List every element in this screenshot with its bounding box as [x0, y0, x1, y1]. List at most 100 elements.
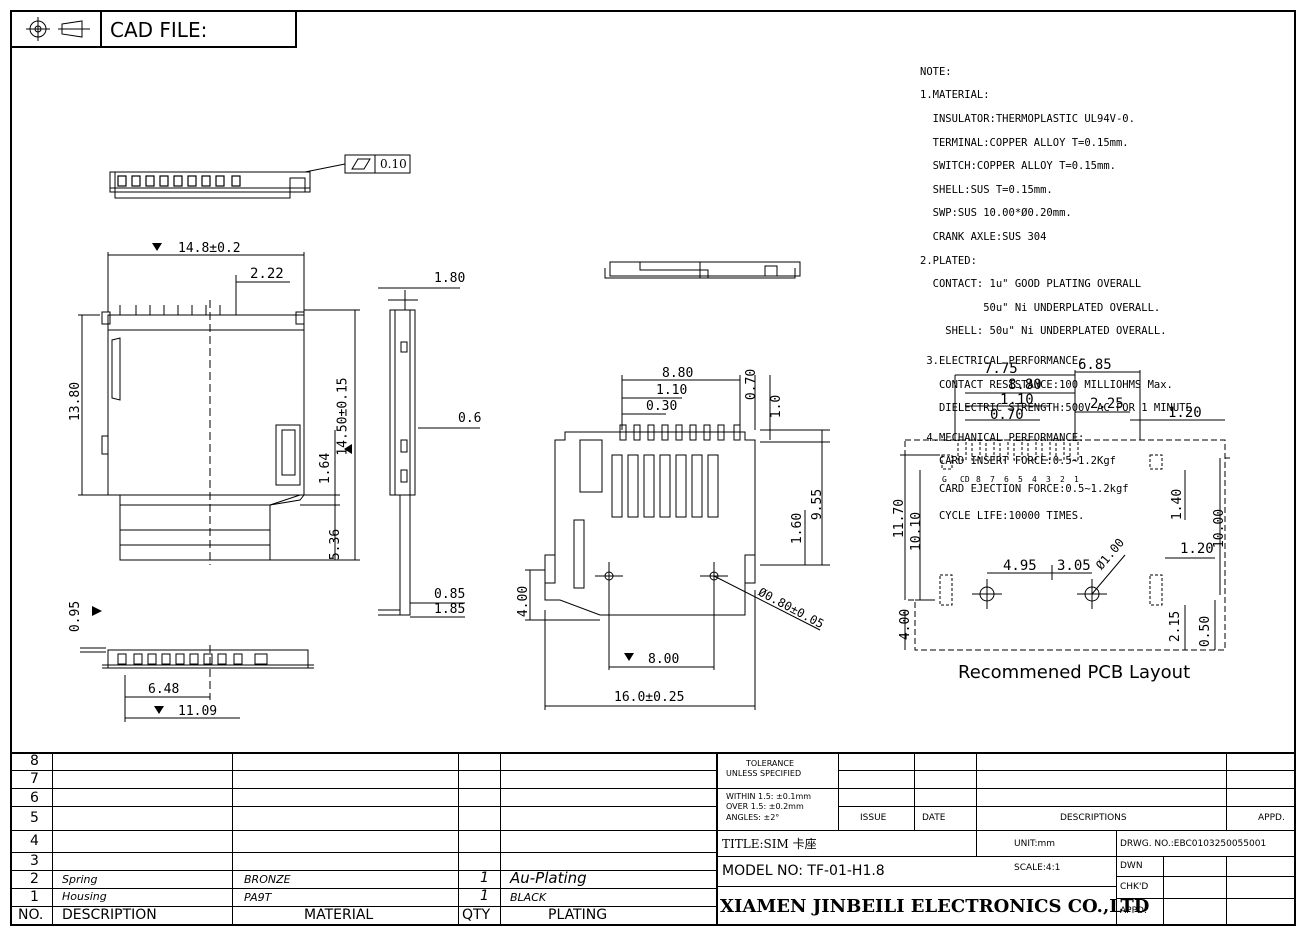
bom-header-no: NO.	[18, 907, 44, 923]
bom-header-material: MATERIAL	[304, 907, 374, 923]
tolerance-label: TOLERANCE	[746, 759, 795, 768]
dim-pcb-3-05: 3.05	[1057, 558, 1091, 574]
note-line: 50u" Ni UNDERPLATED OVERALL.	[920, 301, 1161, 314]
dim-mid-1-0: 1.0	[769, 394, 785, 419]
dim-pcb-10-00: 10.00	[1212, 508, 1228, 549]
drawing-number: DRWG. NO.:EBC0103250055001	[1120, 839, 1267, 849]
tolerance-over: OVER 1.5: ±0.2mm	[726, 802, 804, 811]
note-line: SHELL:SUS T=0.15mm.	[920, 183, 1053, 196]
bottom-outline-view	[544, 424, 756, 616]
dim-mid-8-00: 8.00	[648, 652, 680, 667]
bom-plating: BLACK	[510, 891, 547, 904]
note-line: CARD EJECTION FORCE:0.5~1.2kgf	[920, 482, 1129, 495]
dim-side-0-6: 0.6	[458, 411, 482, 426]
dim-pcb-2-25: 2.25	[1090, 396, 1124, 412]
bom-row-number: 2	[30, 871, 39, 887]
dim-mid-4-00: 4.00	[516, 585, 532, 618]
bom-description: Spring	[62, 873, 98, 886]
note-line: 1.MATERIAL:	[920, 89, 990, 102]
dim-mid-0-70: 0.70	[744, 368, 760, 401]
drawing-frame	[10, 10, 1296, 926]
dim-mid-9-55: 9.55	[810, 488, 826, 521]
pin-label: 7	[990, 475, 995, 484]
dwn-label: DWN	[1120, 861, 1143, 871]
pin-label: 8	[976, 475, 981, 484]
notes-block: NOTE: 1.MATERIAL: INSULATOR:THERMOPLASTI…	[920, 55, 1198, 535]
dim-pcb-4-95: 4.95	[1003, 558, 1037, 574]
pin-label: G	[942, 475, 947, 484]
middle-side-view	[604, 261, 801, 279]
note-line: CRANK AXLE:SUS 304	[920, 230, 1047, 243]
note-line: 4.MECHANICAL PERFORMANCE:	[920, 431, 1085, 444]
drawing-title: TITLE:SIM 卡座	[722, 837, 817, 851]
pin-label: 3	[1046, 475, 1051, 484]
bom-header-description: DESCRIPTION	[62, 907, 157, 923]
bom-plating: Au-Plating	[510, 869, 587, 887]
bom-row-number: 4	[30, 833, 39, 849]
bom-row-number: 3	[30, 853, 39, 869]
bottom-view	[102, 645, 314, 700]
pin-label: 5	[1018, 475, 1023, 484]
descriptions-header: DESCRIPTIONS	[1060, 813, 1127, 823]
dim-bot-6-48: 6.48	[148, 682, 180, 697]
dim-pcb-8-80: 8.80	[1008, 377, 1042, 393]
flatness-value: 0.10	[380, 157, 407, 171]
chkd-label: CHK'D	[1120, 882, 1149, 892]
company-name: XIAMEN JINBEILI ELECTRONICS CO.,LTD	[720, 896, 1150, 917]
dim-pcb-2-15: 2.15	[1168, 610, 1184, 643]
tolerance-within: WITHIN 1.5: ±0.1mm	[726, 792, 812, 801]
dim-height-right: 14.50±0.15	[335, 377, 351, 456]
dim-mid-1-10: 1.10	[656, 383, 688, 398]
dim-side-1-80: 1.80	[434, 271, 466, 286]
pin-label: 2	[1060, 475, 1065, 484]
dim-5-36: 5.36	[328, 528, 344, 561]
bom-material: PA9T	[244, 891, 272, 904]
bom-qty: 1	[480, 870, 489, 886]
dim-pcb-1-10: 1.10	[1000, 392, 1034, 408]
bom-row-number: 7	[30, 771, 39, 787]
dim-2-22: 2.22	[250, 266, 284, 282]
bom-row-number: 6	[30, 790, 39, 806]
dim-side-0-85: 0.85	[434, 587, 466, 602]
dim-pcb-0-70: 0.70	[990, 407, 1024, 423]
bom-material: BRONZE	[244, 873, 291, 886]
projection-symbol-icon	[26, 17, 90, 41]
side-view	[388, 290, 418, 616]
dim-pcb-1-20b: 1.20	[1180, 541, 1214, 557]
bom-header-qty: QTY	[462, 907, 491, 923]
scale-label: SCALE:4:1	[1014, 863, 1061, 873]
issue-header: ISSUE	[860, 813, 887, 823]
front-view	[101, 300, 305, 565]
pcb-layout-title: Recommened PCB Layout	[958, 662, 1191, 683]
note-line: CONTACT RESISTANCE:100 MILLIOHMS Max.	[920, 378, 1173, 391]
dim-pcb-0-50: 0.50	[1198, 615, 1214, 648]
dim-mid-1-60: 1.60	[790, 512, 806, 545]
dim-mid-0-30: 0.30	[646, 399, 678, 414]
dim-pcb-6-85: 6.85	[1078, 357, 1112, 373]
note-line: INSULATOR:THERMOPLASTIC UL94V-0.	[920, 112, 1135, 125]
note-line: SWP:SUS 10.00*Ø0.20mm.	[920, 207, 1072, 220]
note-line: SWITCH:COPPER ALLOY T=0.15mm.	[920, 160, 1116, 173]
note-line: DIELECTRIC STRENGTH:500V AC FOR 1 MINUTE…	[920, 402, 1199, 415]
appd-header: APPD.	[1258, 813, 1285, 823]
bom-row-number: 5	[30, 810, 39, 826]
note-line: CYCLE LIFE:10000 TIMES.	[920, 510, 1085, 523]
dim-pcb-7-75: 7.75	[984, 361, 1018, 377]
bom-description: Housing	[62, 890, 107, 903]
date-header: DATE	[922, 813, 946, 823]
note-line: 2.PLATED:	[920, 254, 977, 267]
note-line: TERMINAL:COPPER ALLOY T=0.15mm.	[920, 136, 1129, 149]
tolerance-angles: ANGLES: ±2°	[726, 813, 780, 822]
note-line: SHELL: 50u" Ni UNDERPLATED OVERALL.	[920, 325, 1167, 338]
tolerance-label-2: UNLESS SPECIFIED	[726, 769, 802, 778]
note-line: NOTE:	[920, 65, 952, 78]
bom-qty: 1	[480, 888, 489, 904]
bom-row-number: 8	[30, 753, 39, 769]
model-number: MODEL NO: TF-01-H1.8	[722, 863, 885, 879]
pin-label: 4	[1032, 475, 1037, 484]
note-line: 3.ELECTRICAL PERFORMANCE:	[920, 354, 1085, 367]
dim-side-1-85: 1.85	[434, 602, 466, 617]
dim-pcb-11-70: 11.70	[892, 498, 908, 539]
dim-mid-8-80: 8.80	[662, 366, 694, 381]
